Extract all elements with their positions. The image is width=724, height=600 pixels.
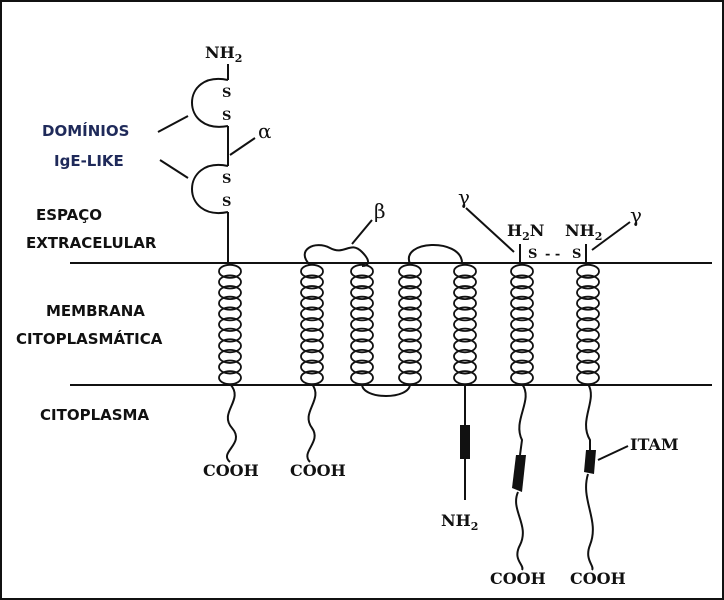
gamma-right-itam: [584, 450, 596, 474]
gamma-bond-left-s: S: [528, 247, 537, 262]
alpha-c-terminus: COOH: [203, 461, 259, 480]
gamma-right-label: γ: [630, 203, 642, 227]
extracellular-label-line1: ESPAÇO: [36, 206, 102, 224]
gamma-bond-right-s: S: [572, 247, 581, 262]
extracellular-label-line2: EXTRACELULAR: [26, 234, 157, 252]
disulfide-s3: S: [222, 172, 231, 187]
gamma-bond-dash: - -: [545, 247, 560, 262]
beta-label: β: [374, 199, 386, 223]
gamma-left-c-terminus: COOH: [490, 569, 546, 588]
alpha-label: α: [258, 119, 272, 143]
beta-itam-box: [460, 425, 470, 459]
itam-label: ITAM: [630, 435, 679, 454]
membrane-label-line1: MEMBRANA: [46, 302, 145, 320]
gamma-right-c-terminus: COOH: [570, 569, 626, 588]
membrane-label-line2: CITOPLASMÁTICA: [16, 329, 163, 348]
gamma-left-label: γ: [458, 185, 470, 209]
disulfide-s4: S: [222, 195, 231, 210]
disulfide-s2: S: [222, 109, 231, 124]
domains-label-line2: IgE-LIKE: [54, 152, 124, 170]
cytoplasm-label: CITOPLASMA: [40, 406, 149, 424]
domains-label-line1: DOMÍNIOS: [42, 121, 129, 140]
disulfide-s1: S: [222, 86, 231, 101]
beta-c-terminus: COOH: [290, 461, 346, 480]
